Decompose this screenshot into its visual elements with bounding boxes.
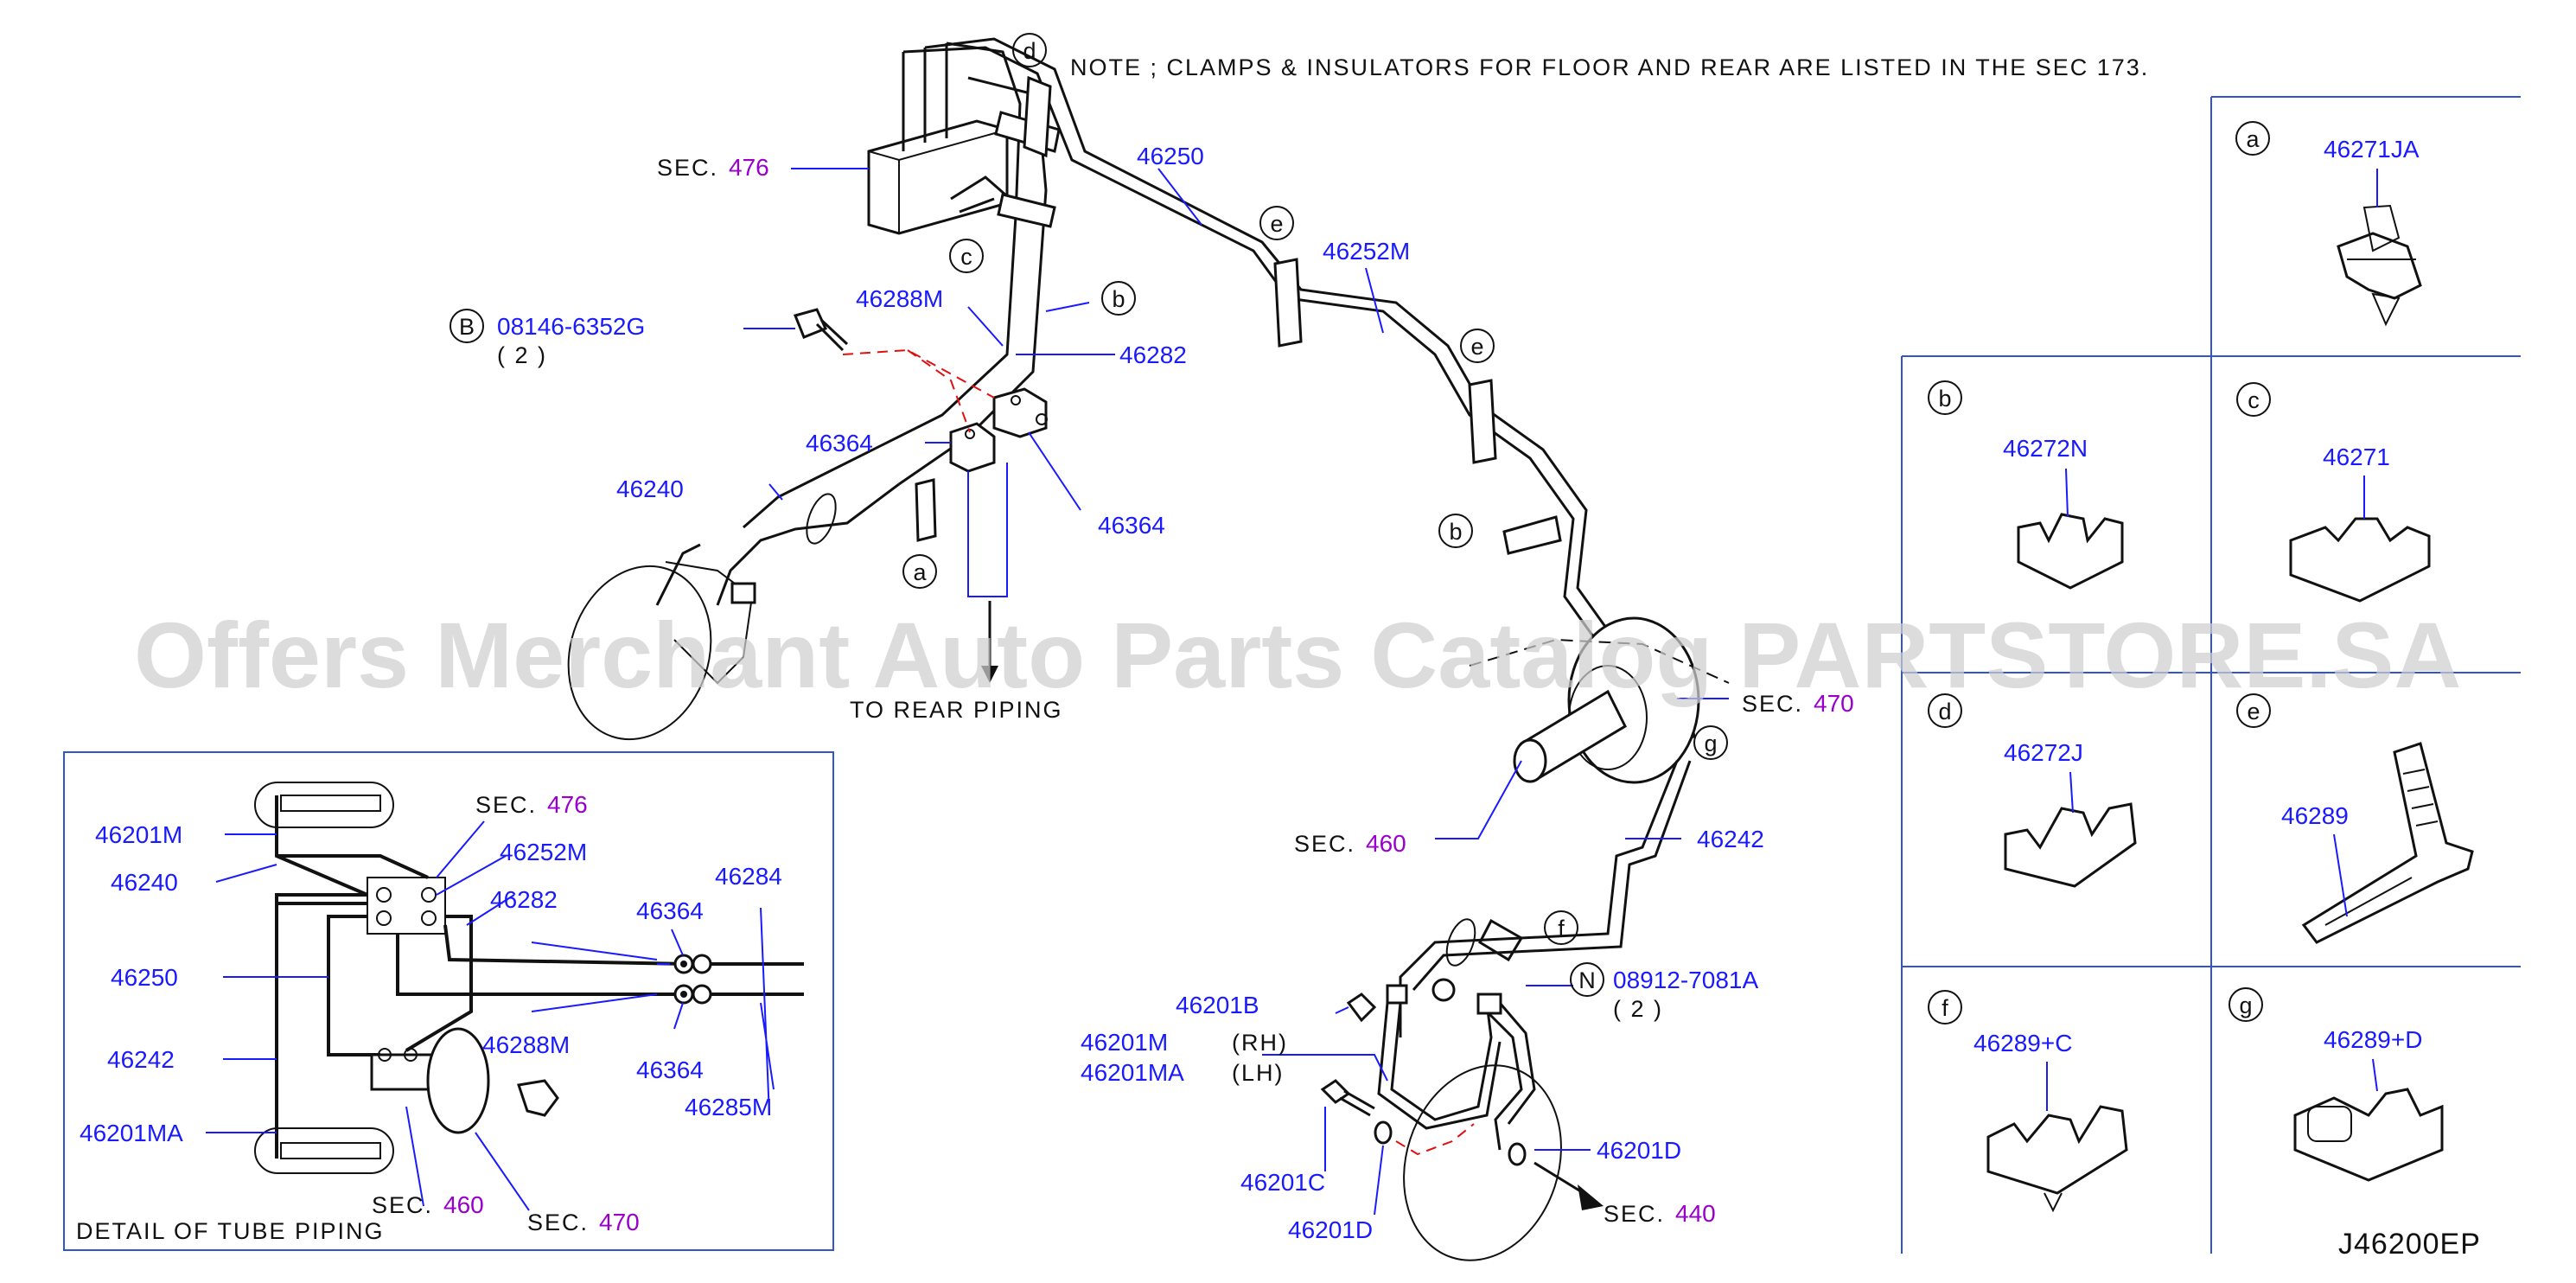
- clip-46271-drawing: [2289, 517, 2431, 603]
- bolt-icon: [793, 308, 849, 352]
- detail-46201M-label: 46201M: [95, 821, 182, 848]
- callout-e: e: [1470, 334, 1483, 360]
- nut-n-part-label: 08912-7081A: [1613, 967, 1758, 993]
- part-46201D-label-a: 46201D: [1288, 1216, 1373, 1243]
- panel-e-part: 46289: [2281, 802, 2349, 829]
- detail-46252M-label: 46252M: [500, 839, 587, 865]
- panel-g-letter: g: [2239, 993, 2252, 1018]
- detail-title: DETAIL OF TUBE PIPING: [76, 1218, 385, 1244]
- callout-f: f: [1558, 916, 1565, 942]
- rh-label: (RH): [1232, 1030, 1288, 1056]
- detail-46364-label-a: 46364: [636, 897, 704, 924]
- detail-of-tube-piping: 46201M 46240 46250 46242 46201MA SEC.476…: [63, 751, 834, 1251]
- bolt-b-part-label: 08146-6352G: [497, 313, 645, 340]
- panel-c-letter: c: [2248, 387, 2260, 413]
- detail-46285M-label: 46285M: [685, 1094, 772, 1120]
- part-46201D-label-b: 46201D: [1597, 1137, 1681, 1164]
- callout-b-top: b: [1112, 286, 1125, 312]
- clip-46289C-drawing: [1986, 1105, 2128, 1213]
- panel-c-part: 46271: [2323, 444, 2390, 470]
- panel-e-letter: e: [2247, 699, 2260, 724]
- watermark-text: Offers Merchant Auto Parts Catalog PARTS…: [134, 603, 2461, 707]
- detail-46201MA-label: 46201MA: [80, 1120, 183, 1146]
- panel-d-part: 46272J: [2004, 739, 2083, 766]
- bolt-b-letter: B: [459, 314, 475, 340]
- part-46364-label-a: 46364: [806, 430, 873, 456]
- part-46364-label-b: 46364: [1098, 512, 1165, 539]
- sec-470-label: SEC.470: [1742, 690, 1854, 717]
- part-46201M-label: 46201M: [1081, 1029, 1168, 1056]
- part-46242-label: 46242: [1697, 826, 1764, 852]
- part-46240-label: 46240: [616, 476, 684, 502]
- sec-460-label: SEC.460: [1294, 830, 1406, 857]
- leader-lines: [743, 168, 1729, 1216]
- clip-46289D-drawing: [2293, 1088, 2444, 1182]
- callout-b: b: [1449, 519, 1462, 545]
- callout-e-top: e: [1270, 211, 1283, 237]
- detail-46364-label-b: 46364: [636, 1056, 704, 1083]
- callout-g: g: [1704, 731, 1717, 756]
- panel-f-part: 46289+C: [1973, 1030, 2072, 1056]
- detail-46288M-label: 46288M: [482, 1031, 570, 1058]
- detail-46282-label: 46282: [490, 886, 558, 913]
- main-labels: SEC.476 46250 46252M 46288M 46282 08146-…: [497, 143, 1854, 1243]
- lh-label: (LH): [1232, 1060, 1285, 1086]
- main-piping: [567, 37, 1730, 1261]
- detail-sec-460-label: SEC.460: [372, 1191, 484, 1218]
- panel-a-part: 46271JA: [2324, 136, 2420, 163]
- part-46201B-label: 46201B: [1176, 992, 1259, 1018]
- detail-46250-label: 46250: [111, 964, 178, 991]
- clip-46272N-drawing: [2017, 513, 2124, 590]
- part-46252M-label: 46252M: [1323, 238, 1410, 265]
- callout-a: a: [913, 559, 927, 585]
- bolt-b-qty-label: ( 2 ): [497, 342, 547, 368]
- callout-c: c: [960, 244, 972, 270]
- panel-g-part: 46289+D: [2324, 1026, 2422, 1053]
- brake-booster: [1469, 616, 1730, 784]
- note-text: NOTE ; CLAMPS & INSULATORS FOR FLOOR AND…: [1070, 54, 2149, 80]
- part-46282-label: 46282: [1119, 341, 1187, 368]
- panel-f-letter: f: [1942, 995, 1948, 1021]
- callout-d: d: [1023, 38, 1036, 64]
- part-46201C-label: 46201C: [1240, 1169, 1325, 1196]
- sec-440-label: SEC.440: [1604, 1200, 1716, 1227]
- part-46288M-label: 46288M: [856, 285, 943, 312]
- clip-panel-grid: [1901, 96, 2521, 1254]
- detail-46240-label: 46240: [111, 869, 178, 896]
- clip-46271JA-drawing: [2337, 204, 2422, 327]
- panel-d-letter: d: [1938, 699, 1951, 724]
- clip-46289-drawing: [2301, 742, 2474, 944]
- part-46201MA-label: 46201MA: [1081, 1059, 1184, 1086]
- part-46250-label: 46250: [1137, 143, 1204, 169]
- clip-46272J-drawing: [2004, 802, 2137, 888]
- detail-46242-label: 46242: [107, 1046, 175, 1073]
- to-rear-piping-label: TO REAR PIPING: [850, 697, 1063, 723]
- nut-n-letter: N: [1578, 967, 1596, 993]
- panel-b-part: 46272N: [2003, 435, 2088, 462]
- detail-sec-476-label: SEC.476: [475, 791, 588, 818]
- panel-a-letter: a: [2246, 126, 2260, 152]
- detail-sec-470-label: SEC.470: [527, 1209, 640, 1235]
- sec-476-label: SEC.476: [657, 154, 769, 181]
- nut-n-qty-label: ( 2 ): [1613, 996, 1663, 1022]
- panel-b-letter: b: [1938, 386, 1951, 412]
- callout-circles: d c b e e b a g f B N: [450, 33, 1728, 997]
- abs-actuator: [867, 43, 1021, 235]
- drawing-code: J46200EP: [2338, 1228, 2481, 1261]
- detail-46284-label: 46284: [715, 863, 782, 890]
- clip-panel-labels: a 46271JA b 46272N c 46271 d 46272J e 46…: [1928, 121, 2422, 1111]
